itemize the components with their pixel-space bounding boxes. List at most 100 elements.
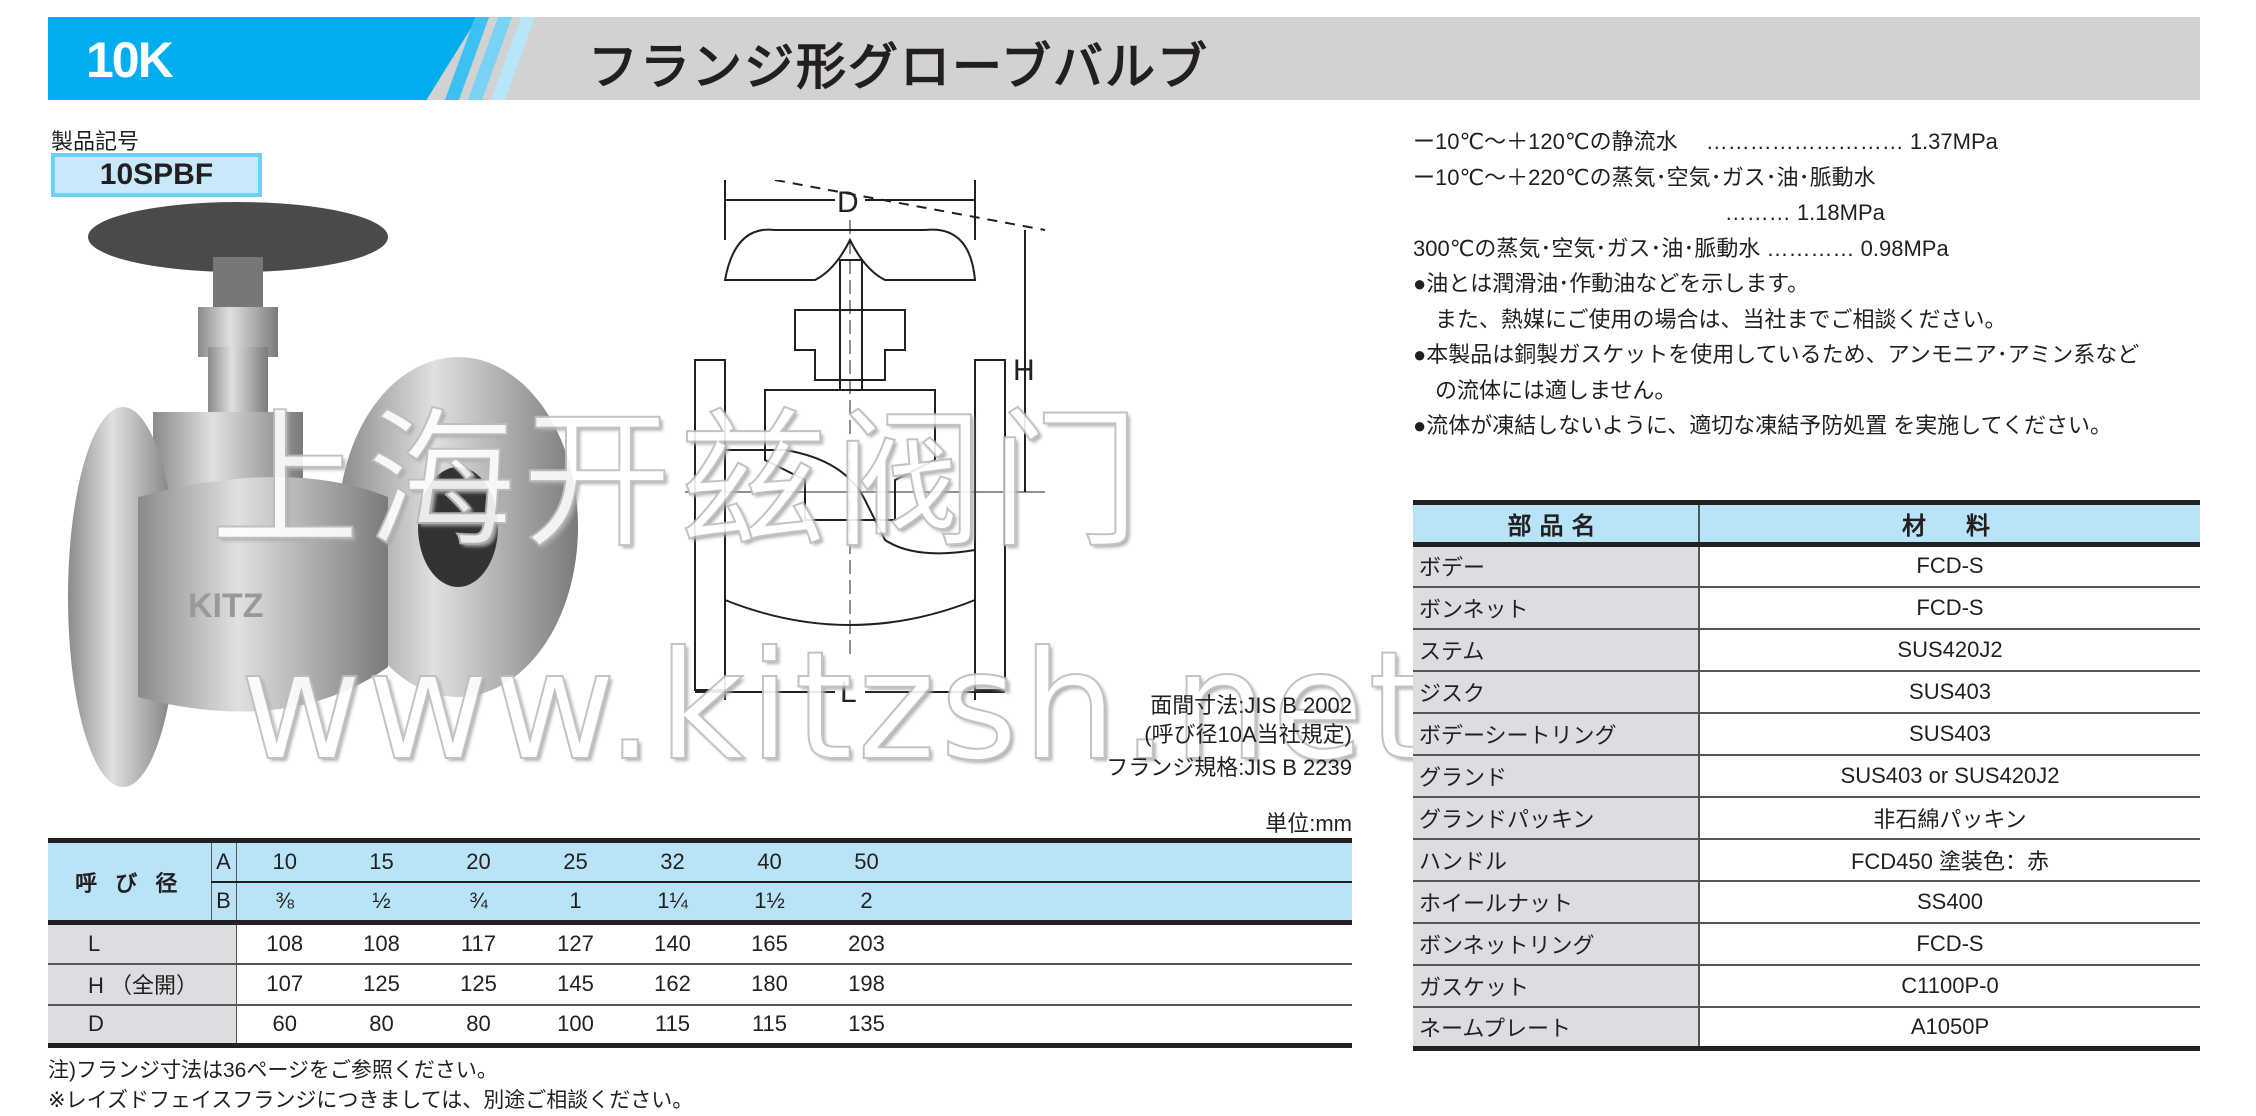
footnote: 注)フランジ寸法は36ページをご参照ください。	[48, 1059, 498, 1082]
cell: 80	[430, 1004, 527, 1048]
part-name: ジスク	[1413, 670, 1700, 714]
part-material: SUS403	[1699, 712, 2200, 756]
part-material: SS400	[1699, 880, 2200, 924]
spec-line: ー10℃～＋220℃の蒸気･空気･ガス･油･脈動水	[1413, 164, 1876, 190]
face-to-face-standard: 面間寸法:JIS B 2002	[1150, 693, 1352, 718]
dimension-l-label: L	[840, 676, 857, 709]
part-material: FCD450 塗装色：赤	[1699, 838, 2200, 882]
part-material: SUS403 or SUS420J2	[1699, 754, 2200, 798]
cell: 15	[333, 838, 430, 883]
cell: 2	[818, 881, 915, 925]
part-material: SUS420J2	[1699, 628, 2200, 672]
nominal-size-header: 呼 び 径	[48, 838, 212, 925]
column-header-material: 材 料	[1699, 500, 2200, 547]
cell: 1½	[721, 881, 818, 925]
part-material: A1050P	[1699, 1006, 2200, 1051]
spec-line: ●流体が凍結しないように、適切な凍結予防処置 を実施してください。	[1413, 413, 2112, 438]
column-header-part: 部品名	[1413, 500, 1700, 547]
product-code: 10SPBF	[51, 153, 262, 197]
cell: 117	[430, 922, 527, 965]
spec-line: また、熱媒にご使用の場合は、当社までご相談ください。	[1413, 306, 2007, 332]
part-material: FCD-S	[1699, 544, 2200, 588]
watermark-company: 上海开兹阀门	[209, 394, 1147, 570]
dimension-h-label: H	[1013, 354, 1035, 387]
cell: 40	[721, 838, 818, 883]
cell: 80	[333, 1004, 430, 1048]
cell: 115	[721, 1004, 818, 1048]
cell: 108	[333, 922, 430, 965]
part-name: ホイールナット	[1413, 880, 1700, 924]
dimension-d-label: D	[837, 186, 859, 219]
part-material: SUS403	[1699, 670, 2200, 714]
product-code-label: 製品記号	[51, 129, 140, 154]
part-name: ボデー	[1413, 544, 1700, 588]
spec-line: 300℃の蒸気･空気･ガス･油･脈動水 ………… 0.98MPa	[1413, 235, 1949, 261]
cell: ½	[333, 881, 430, 925]
cell: 1¼	[624, 881, 721, 925]
cell: 10	[236, 838, 333, 883]
cell: 165	[721, 922, 818, 965]
part-name: ボデーシートリング	[1413, 712, 1700, 756]
cell: 180	[721, 963, 818, 1006]
series-label: 10K	[86, 32, 174, 88]
b-label: B	[211, 881, 237, 925]
cell: 107	[236, 963, 333, 1006]
section-drawing: D H L	[685, 180, 1046, 709]
row-label: D	[48, 1004, 237, 1048]
cell: 127	[527, 922, 624, 965]
cell: 145	[527, 963, 624, 1006]
unit-label: 単位:mm	[1265, 811, 1352, 836]
cell: ⅜	[236, 881, 333, 925]
part-name: ハンドル	[1413, 838, 1700, 882]
spec-line: ●本製品は銅製ガスケットを使用しているため、アンモニア･アミン系など	[1413, 342, 2140, 367]
part-material: 非石綿パッキン	[1699, 796, 2200, 840]
cell: 1	[527, 881, 624, 925]
part-material: FCD-S	[1699, 922, 2200, 966]
valve-photo: KITZ	[68, 202, 578, 787]
cell: 50	[818, 838, 915, 883]
spec-line: ー10℃～＋120℃の静流水 ……………………… 1.37MPa	[1413, 129, 1998, 154]
cell: 125	[430, 963, 527, 1006]
title-banner: 10K フランジ形グローブバルブ	[48, 17, 2200, 100]
cell: 135	[818, 1004, 915, 1048]
table-row: グランドパッキン非石綿パッキン	[1413, 796, 2200, 840]
part-name: ボンネット	[1413, 586, 1700, 630]
a-label: A	[211, 838, 237, 883]
cell: 20	[430, 838, 527, 883]
cell: 108	[236, 922, 333, 965]
cell: 162	[624, 963, 721, 1006]
row-label: H （全開）	[48, 963, 237, 1006]
cell: 60	[236, 1004, 333, 1048]
flange-standard: フランジ規格:JIS B 2239	[1106, 755, 1352, 780]
handwheel	[88, 202, 388, 272]
cell: 32	[624, 838, 721, 883]
brand-mark: KITZ	[188, 587, 264, 625]
spec-line: ……… 1.18MPa	[1413, 200, 1885, 225]
cell: 198	[818, 963, 915, 1006]
face-to-face-note: (呼び径10A当社規定)	[1144, 722, 1352, 747]
cell: 25	[527, 838, 624, 883]
cell: 100	[527, 1004, 624, 1048]
part-name: ステム	[1413, 628, 1700, 672]
part-name: ネームプレート	[1413, 1006, 1700, 1051]
row-label: L	[48, 922, 237, 965]
part-material: FCD-S	[1699, 586, 2200, 630]
table-header-row: 部品名 材 料	[1413, 500, 2200, 547]
spec-line: ●油とは潤滑油･作動油などを示します。	[1413, 271, 1810, 296]
